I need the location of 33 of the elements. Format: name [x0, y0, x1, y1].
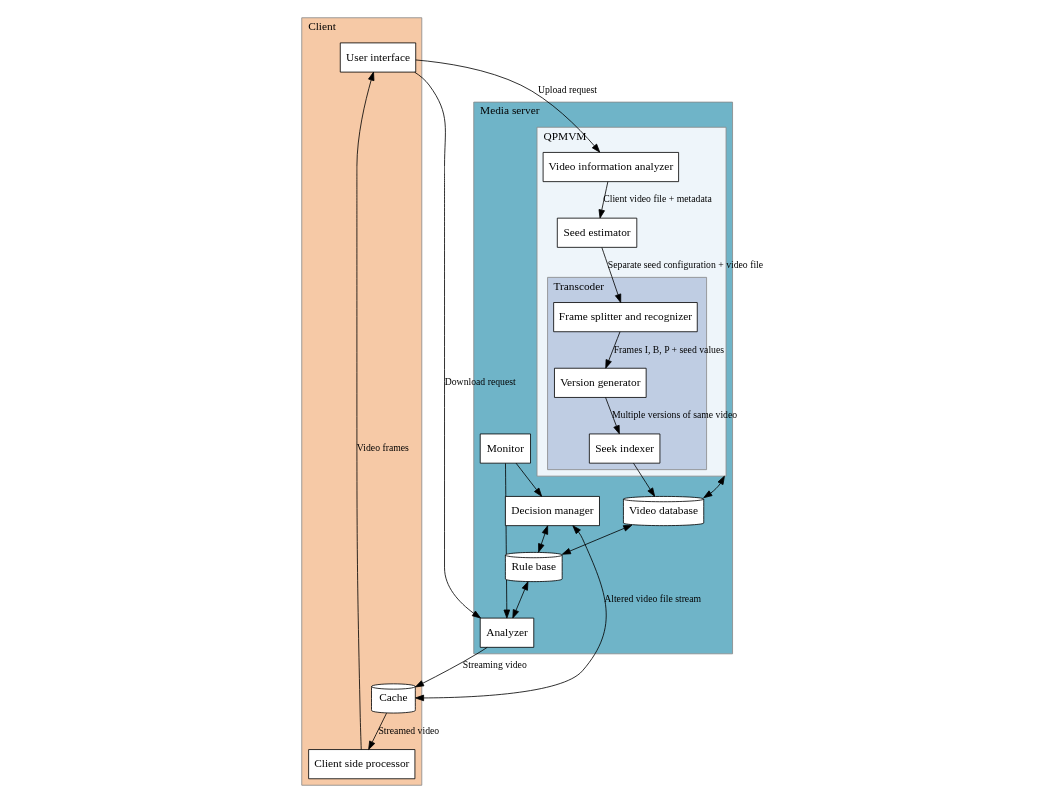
node-box: Monitor — [479, 433, 531, 464]
arrow — [605, 397, 620, 435]
node-box: Client side processor — [308, 749, 416, 780]
arrow — [356, 71, 375, 750]
arrow — [415, 646, 488, 688]
arrow — [561, 524, 633, 555]
edge-label: Streaming video — [462, 659, 527, 671]
arrow — [703, 475, 725, 499]
edge-label: Upload request — [537, 83, 597, 95]
node-box: Seed estimator — [556, 217, 638, 248]
edge-label: Client video file + metadata — [603, 193, 712, 205]
node-box: Version generator — [554, 367, 647, 398]
arrow — [415, 59, 601, 153]
arrow — [598, 181, 609, 219]
edge-label: Frames I, B, P + seed values — [613, 343, 725, 355]
arrow — [415, 525, 607, 702]
arrow — [601, 247, 622, 303]
arrow — [368, 712, 387, 750]
edge-label: Streamed video — [378, 724, 440, 736]
node-box: Analyzer — [479, 617, 535, 648]
node-box: Frame splitter and recognizer — [553, 302, 698, 333]
arrow — [512, 581, 529, 619]
edge-label: Multiple versions of same video — [611, 409, 738, 421]
arrow — [605, 331, 621, 369]
node-box: Video information analyzer — [542, 152, 679, 183]
arrow — [414, 71, 481, 619]
node-box: Seek indexer — [588, 433, 661, 464]
edge-label: Video frames — [356, 442, 409, 454]
arrow — [538, 525, 549, 553]
arrow — [515, 462, 543, 497]
node-box: User interface — [339, 42, 417, 73]
node-box: Decision manager — [504, 496, 600, 527]
edge-label: Altered video file stream — [604, 593, 702, 605]
